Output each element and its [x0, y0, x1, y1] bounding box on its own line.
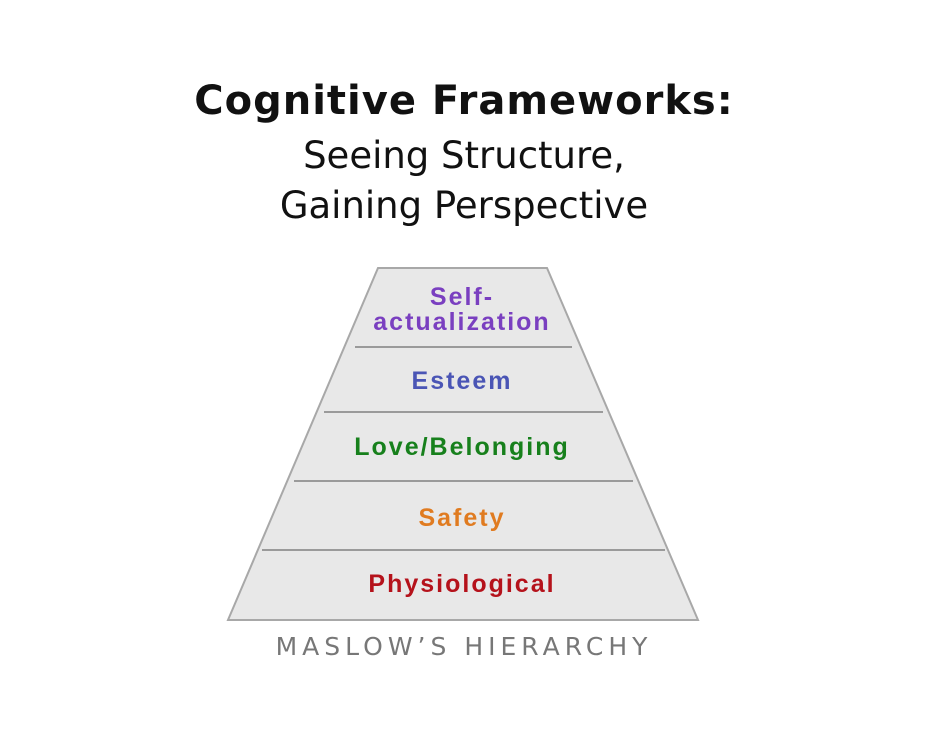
level-self-actualization-line2: actualization	[373, 308, 550, 336]
level-physiological: Physiological	[368, 570, 555, 598]
level-esteem: Esteem	[412, 367, 513, 395]
title-line-2: Seeing Structure,	[303, 134, 625, 177]
pyramid-caption: MASLOW’S HIERARCHY	[275, 632, 653, 661]
pyramid-shape	[226, 267, 700, 621]
level-love-belonging: Love/Belonging	[354, 433, 570, 461]
title-line-3: Gaining Perspective	[279, 184, 649, 227]
level-safety: Safety	[418, 504, 505, 532]
title-line-1: Cognitive Frameworks:	[194, 78, 734, 124]
level-self-actualization-line1: Self-	[430, 283, 494, 311]
